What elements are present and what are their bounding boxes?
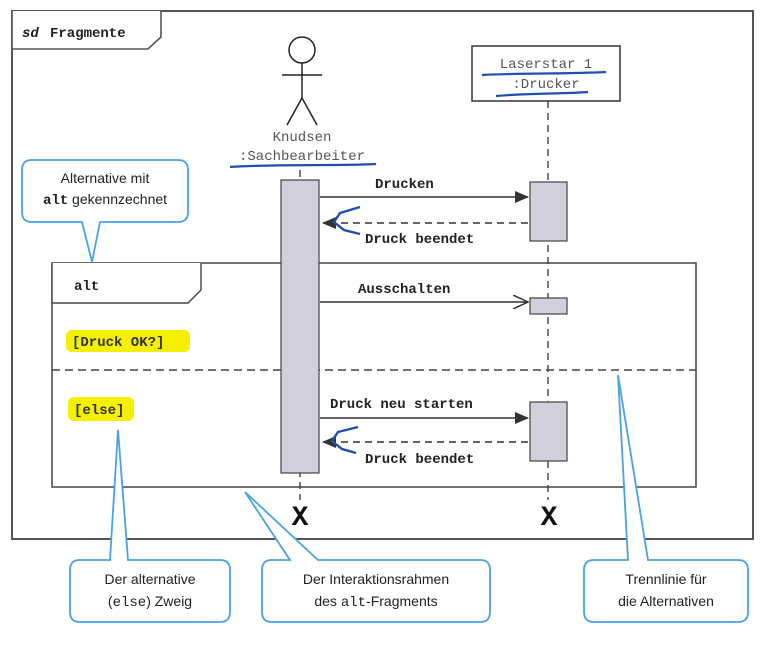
printer-class-underline — [495, 90, 589, 98]
reply-label-druck-beendet-1: Druck beendet — [365, 232, 474, 248]
actor-role-underline — [229, 162, 377, 169]
printer-class: :Drucker — [512, 77, 579, 93]
blue-pen-arrow-2 — [330, 425, 359, 455]
frame-callout-text: des — [314, 593, 340, 609]
else-callout-line2: (else) Zweig — [108, 593, 192, 611]
frame-callout-line1: Der Interaktionsrahmen — [303, 571, 449, 587]
alt-callout-code: alt — [43, 193, 68, 209]
frame-callout-tail: -Fragments — [366, 593, 438, 609]
message-label-ausschalten: Ausschalten — [358, 282, 450, 298]
actor-activation-bar — [280, 179, 320, 474]
alt-operator-tab — [51, 263, 202, 304]
guard1-highlight — [66, 330, 190, 352]
separator-callout-bubble — [583, 374, 749, 623]
printer-activation-print — [529, 181, 568, 242]
message-label-drucken: Drucken — [375, 177, 434, 193]
alt-callout-line1: Alternative mit — [61, 170, 150, 186]
separator-callout-line1: Trennlinie für — [625, 571, 707, 587]
alt-fragment-frame — [51, 262, 697, 488]
actor-destroy-marker: X — [292, 503, 309, 534]
printer-activation-shutdown — [529, 297, 568, 315]
blue-pen-arrow-1 — [332, 205, 361, 236]
else-callout-line1: Der alternative — [104, 571, 195, 587]
printer-name-underline — [481, 70, 607, 77]
separator-callout-line2: die Alternativen — [618, 593, 714, 609]
alt-callout-text: gekennzechnet — [68, 191, 167, 207]
alt-callout-line2: alt gekennzechnet — [43, 191, 167, 209]
frame-callout-code: alt — [341, 595, 366, 611]
sd-frame-label-tab — [11, 11, 162, 50]
sd-frame-name: Fragmente — [50, 26, 126, 42]
actor-stick-figure-icon — [282, 36, 322, 126]
guard1-label: [Druck OK?] — [72, 335, 164, 351]
else-callout-code: else — [113, 595, 147, 611]
else-callout-close: ) Zweig — [146, 593, 192, 609]
message-label-druck-neu-starten: Druck neu starten — [330, 397, 473, 413]
reply-label-druck-beendet-2: Druck beendet — [365, 452, 474, 468]
frame-callout-line2: des alt-Fragments — [314, 593, 437, 611]
printer-destroy-marker: X — [541, 503, 558, 534]
actor-name: Knudsen — [273, 130, 332, 146]
alt-callout-bubble — [21, 159, 189, 263]
alt-operator-label: alt — [74, 279, 99, 295]
printer-activation-restart — [529, 401, 568, 462]
else-callout-open: ( — [108, 593, 113, 609]
else-callout-bubble — [69, 429, 231, 623]
guard2-highlight — [68, 397, 134, 421]
printer-name: Laserstar 1 — [500, 57, 592, 73]
frame-callout-bubble — [244, 491, 491, 623]
guard2-label: [else] — [74, 403, 124, 419]
sd-frame-keyword: sd — [22, 26, 39, 42]
actor-role: :Sachbearbeiter — [239, 149, 365, 165]
